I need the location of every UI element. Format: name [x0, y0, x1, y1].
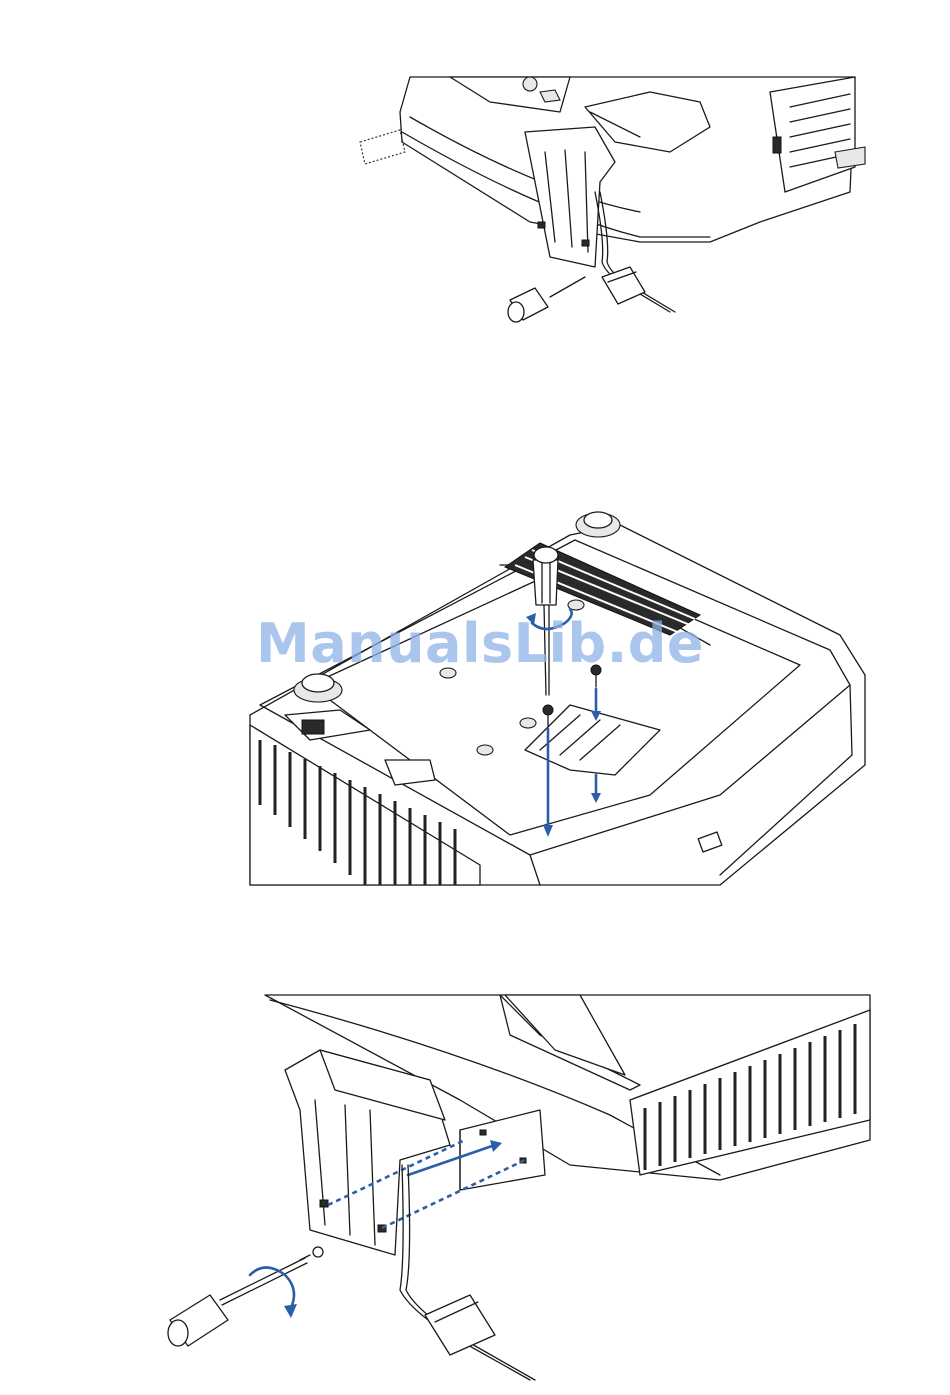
- figure-step-2: [240, 505, 880, 890]
- mounting-bracket: [460, 1110, 545, 1190]
- projector-front-illustration: [340, 72, 880, 330]
- screwdriver: [168, 1258, 307, 1346]
- figure-step-3: [160, 990, 880, 1385]
- cable-cover-attach-illustration: [160, 990, 880, 1385]
- ferrite-core: [425, 1295, 495, 1355]
- foot-top: [576, 512, 620, 537]
- figure-step-1: [340, 72, 880, 330]
- projector-underside-illustration: [240, 505, 880, 890]
- dotted-outline: [360, 130, 405, 164]
